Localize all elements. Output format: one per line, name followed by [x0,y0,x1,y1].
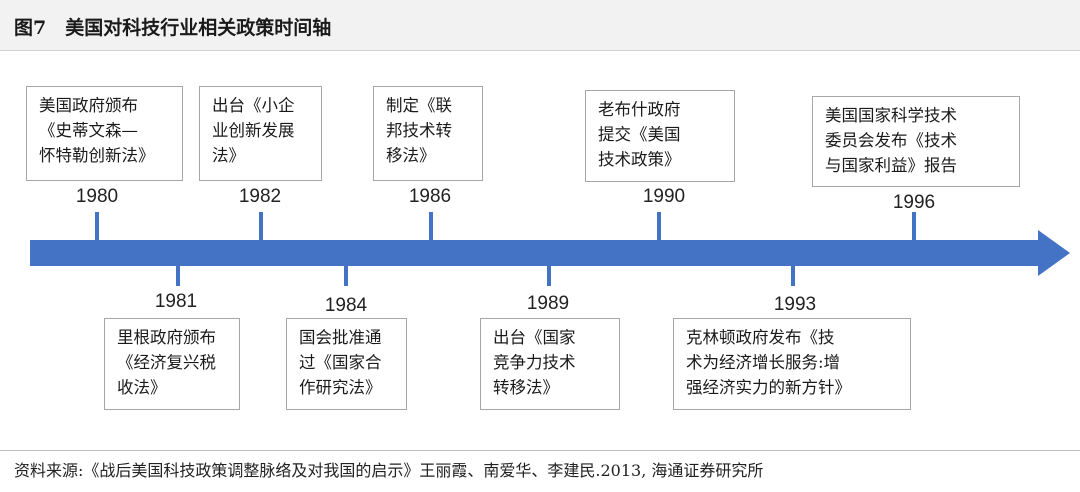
tick-1996 [912,212,916,240]
tick-1980 [95,212,99,240]
tick-1984 [344,266,348,286]
source-divider [0,450,1080,451]
tick-1989 [547,266,551,286]
title-bar: 图7 美国对科技行业相关政策时间轴 [0,0,1080,51]
year-label: 1993 [773,294,817,315]
tick-1986 [429,212,433,240]
year-label: 1982 [238,186,282,207]
event-box-1989: 出台《国家 竞争力技术 转移法》 [480,318,620,410]
figure-title: 图7 美国对科技行业相关政策时间轴 [14,17,332,39]
event-box-1980: 美国政府颁布 《史蒂文森— 怀特勒创新法》 [26,86,183,181]
year-label: 1990 [642,186,686,207]
event-box-1981: 里根政府颁布 《经济复兴税 收法》 [104,318,240,410]
event-box-1984: 国会批准通 过《国家合 作研究法》 [286,318,407,410]
year-label: 1984 [324,295,368,316]
year-label: 1986 [408,186,452,207]
event-box-1996: 美国国家科学技术 委员会发布《技术 与国家利益》报告 [812,96,1020,187]
year-label: 1980 [75,186,119,207]
tick-1990 [657,212,661,240]
tick-1981 [176,266,180,286]
year-label: 1981 [154,291,198,312]
event-box-1986: 制定《联 邦技术转 移法》 [373,86,483,181]
year-label: 1989 [526,293,570,314]
year-label: 1996 [892,192,936,213]
event-box-1990: 老布什政府 提交《美国 技术政策》 [585,90,735,182]
source-note: 资料来源:《战后美国科技政策调整脉络及对我国的启示》王丽霞、南爱华、李建民.20… [14,461,764,480]
event-box-1982: 出台《小企 业创新发展 法》 [199,86,322,181]
timeline-arrowhead [1038,230,1070,276]
event-box-1993: 克林顿政府发布《技 术为经济增长服务:增 强经济实力的新方针》 [673,318,911,410]
timeline-axis [30,240,1040,266]
tick-1982 [259,212,263,240]
tick-1993 [791,266,795,286]
